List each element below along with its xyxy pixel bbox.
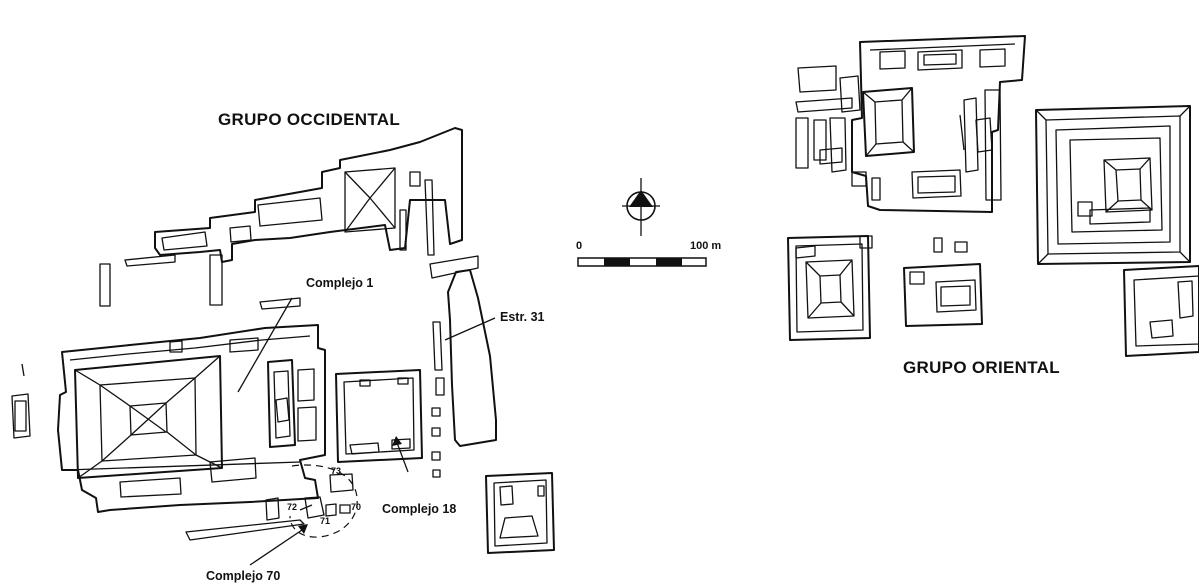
leader-complejo-70 (249, 527, 306, 566)
grupo-oriental-plan (795, 35, 1026, 253)
complejo-70-plan (185, 464, 358, 541)
scale-start-label: 0 (576, 240, 583, 252)
scale-end-label: 100 m (690, 240, 722, 252)
estr-31-plan (431, 269, 497, 478)
grupo-oriental-title: GRUPO ORIENTAL (903, 358, 1060, 377)
southeast-small-complex (485, 472, 555, 554)
leader-complejo-1 (237, 297, 293, 393)
scale-bar (577, 257, 707, 267)
oriental-east-complex (1123, 265, 1199, 357)
complejo-18-plan (335, 369, 423, 463)
complejo-18-label: Complejo 18 (382, 502, 457, 516)
oriental-middle-complex (903, 263, 983, 327)
leader-estr-31 (444, 317, 496, 341)
west-isolated-structures (11, 254, 301, 439)
structure-71-label: 71 (320, 516, 331, 526)
structure-73-label: 73 (331, 466, 342, 476)
complejo-1-label: Complejo 1 (306, 276, 374, 290)
estr-31-label: Estr. 31 (500, 310, 545, 324)
complejo-70-label: Complejo 70 (206, 569, 281, 583)
leader-complejo-18 (395, 439, 409, 473)
north-arrow-icon (622, 178, 660, 236)
complejo-1-plan (57, 324, 326, 513)
grupo-occidental-title: GRUPO OCCIDENTAL (218, 110, 401, 129)
oriental-great-pyramid (1035, 105, 1191, 265)
structure-70-label: 70 (351, 502, 362, 512)
oriental-southwest-pyramid (787, 235, 871, 341)
structure-72-label: 72 (287, 502, 298, 512)
leader-lines (237, 297, 496, 566)
north-strip-structures (154, 127, 479, 279)
